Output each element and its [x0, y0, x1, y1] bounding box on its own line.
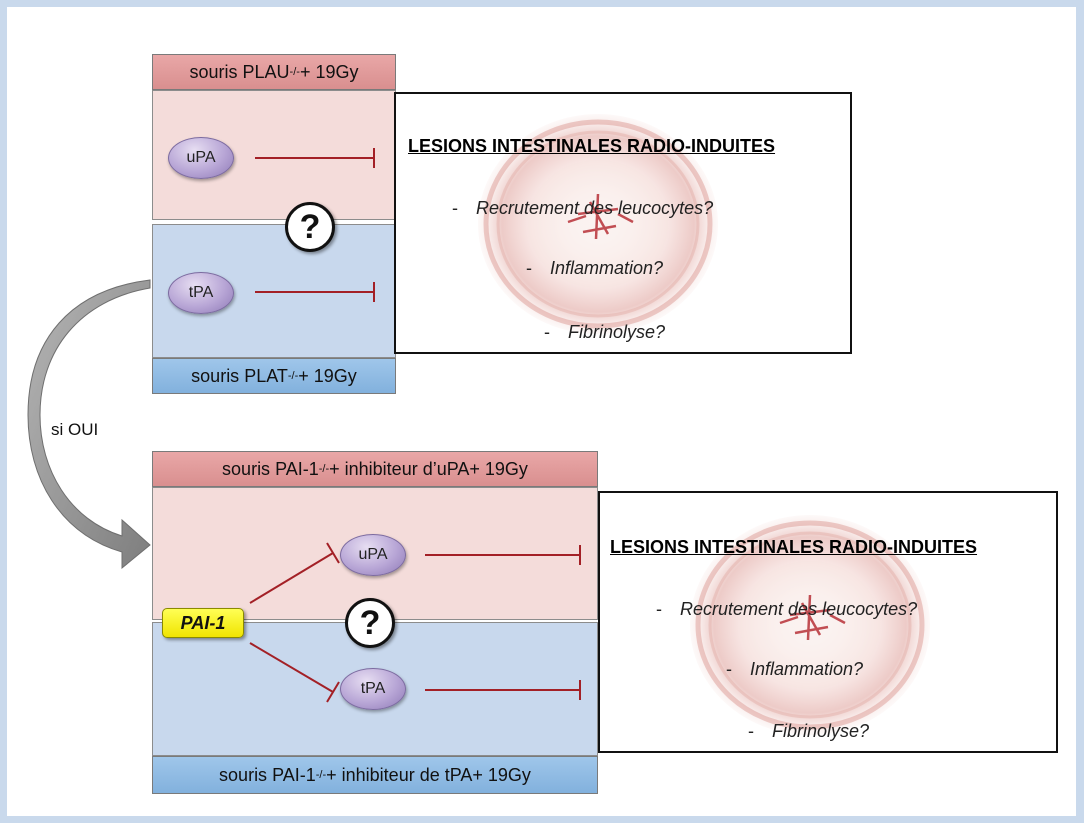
lesion-title-2: LESIONS INTESTINALES RADIO-INDUITES: [610, 537, 978, 557]
upa-enzyme-top: uPA: [168, 137, 234, 179]
intestine-section-image-2: [690, 515, 930, 735]
tpa-enzyme-bottom: tPA: [340, 668, 406, 710]
inhibition-line-upa-bottom: [425, 545, 581, 565]
banner-pai1-upa-inhibitor: souris PAI-1-/- + inhibiteur d’uPA+ 19Gy: [152, 451, 598, 487]
banner-pai1-tpa-inhibitor: souris PAI-1-/- + inhibiteur de tPA+ 19G…: [152, 756, 598, 794]
upa-enzyme-bottom: uPA: [340, 534, 406, 576]
intestine-section-image: [478, 114, 718, 334]
lesion-box-bottom: LESIONS INTESTINALES RADIO-INDUITES -Rec…: [598, 491, 1058, 753]
lesion-item-leucocytes: -Recrutement des leucocytes?: [452, 198, 714, 218]
banner-plau: souris PLAU-/- + 19Gy: [152, 54, 396, 90]
inhibition-line-tpa-bottom: [425, 680, 581, 700]
lesion-item-inflammation-2: -Inflammation?: [726, 659, 864, 679]
si-oui-arrow: [27, 279, 151, 570]
lesion-box-top: LESIONS INTESTINALES RADIO-INDUITES -Rec…: [394, 92, 852, 354]
lesion-item-leucocytes-2: -Recrutement des leucocytes?: [656, 599, 918, 619]
lesion-item-inflammation: -Inflammation?: [526, 258, 664, 278]
si-oui-label: si OUI: [51, 420, 99, 439]
tpa-enzyme-top: tPA: [168, 272, 234, 314]
question-mark-top: ?: [285, 202, 335, 252]
inhibition-line-upa-top: [255, 148, 375, 168]
pai1-badge: PAI-1: [162, 608, 244, 638]
lesion-title: LESIONS INTESTINALES RADIO-INDUITES: [408, 136, 776, 156]
pai1-inhibits-tpa-line: [249, 642, 340, 703]
lesion-item-fibrinolyse-2: -Fibrinolyse?: [748, 721, 870, 741]
question-mark-bottom: ?: [345, 598, 395, 648]
banner-plat: souris PLAT-/- + 19Gy: [152, 358, 396, 394]
pai1-inhibits-upa-line: [249, 542, 340, 604]
lesion-item-fibrinolyse: -Fibrinolyse?: [544, 322, 666, 342]
inhibition-line-tpa-top: [255, 282, 375, 302]
